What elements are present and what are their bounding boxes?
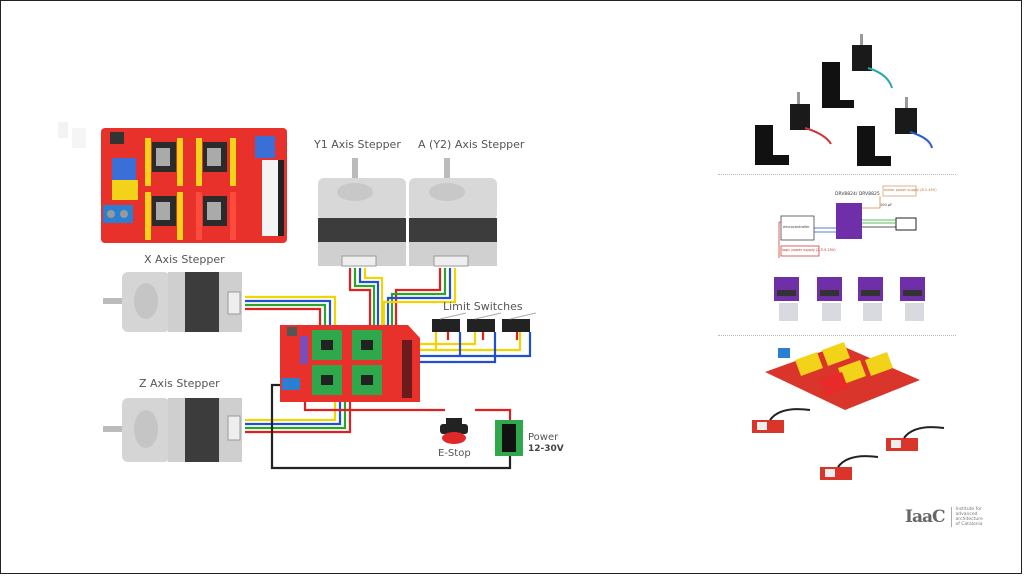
driver-module	[817, 277, 842, 321]
y2-stepper-label: A (Y2) Axis Stepper	[418, 138, 525, 151]
cnc-shield-kit-image	[752, 342, 945, 480]
logic-supply-label: logic power supply (2.5-5.25V)	[782, 248, 836, 252]
faint-mark	[72, 128, 86, 148]
power-jack	[495, 420, 523, 456]
logic-supply-box	[780, 245, 820, 257]
limit-switch-module	[820, 455, 879, 480]
y2-stepper-motor	[409, 158, 497, 267]
x-stepper-label: X Axis Stepper	[144, 253, 225, 266]
drv-chip-label: DRV8824/ DRV8825	[835, 192, 880, 197]
limit-switch-module	[886, 426, 945, 451]
bracket	[822, 62, 854, 108]
stepper-motor	[852, 34, 893, 89]
z-axis-stepper-motor	[103, 398, 242, 462]
z-stepper-label: Z Axis Stepper	[139, 377, 220, 390]
stepper-motor	[895, 97, 933, 149]
capacitor-label: 100 µF	[880, 203, 893, 207]
driver-module	[900, 277, 925, 321]
power-range-label: 12-30V	[528, 444, 564, 454]
cnc-shield-photo	[101, 128, 287, 243]
motor-supply-label: motor power supply (8.2-45V)	[884, 188, 937, 192]
estop-button	[440, 418, 468, 444]
section-divider	[718, 174, 956, 175]
center-cnc-shield	[280, 325, 420, 402]
y1-stepper-label: Y1 Axis Stepper	[314, 138, 401, 151]
logo-text-line: of Catalonia	[955, 522, 983, 527]
logo-text-line: Institute for	[955, 507, 982, 512]
faint-mark	[58, 122, 68, 138]
limit-switch-module	[752, 408, 811, 433]
microcontroller-box	[780, 215, 815, 241]
motor-supply-box	[882, 185, 917, 197]
limit-switches-label: Limit Switches	[443, 300, 523, 313]
logo-mark: IaaC	[905, 507, 946, 527]
bracket	[857, 126, 891, 166]
logo-text-line: advanced	[955, 512, 978, 517]
logo-text: Institute for advanced architecture of C…	[950, 507, 983, 527]
section-divider	[718, 335, 956, 336]
drv8825-chip	[836, 203, 862, 239]
driver-module	[858, 277, 883, 321]
logo-text-line: architecture	[955, 517, 983, 522]
estop-label: E-Stop	[438, 448, 471, 459]
stepper-motor	[790, 92, 832, 145]
power-label: Power	[528, 432, 559, 443]
microcontroller-label: microcontroller	[783, 225, 810, 229]
bracket	[755, 125, 789, 165]
driver-module	[774, 277, 799, 321]
drv8825-wiring-image	[778, 185, 917, 258]
y1-stepper-motor	[318, 158, 406, 267]
stepper-motor-symbol	[895, 217, 917, 231]
x-axis-stepper-motor	[103, 272, 242, 332]
stepper-motor-kit-image	[755, 34, 933, 166]
limit-switches	[432, 312, 537, 332]
drv8825-driver-modules	[774, 277, 925, 321]
iaac-logo: IaaC Institute for advanced architecture…	[905, 507, 983, 527]
